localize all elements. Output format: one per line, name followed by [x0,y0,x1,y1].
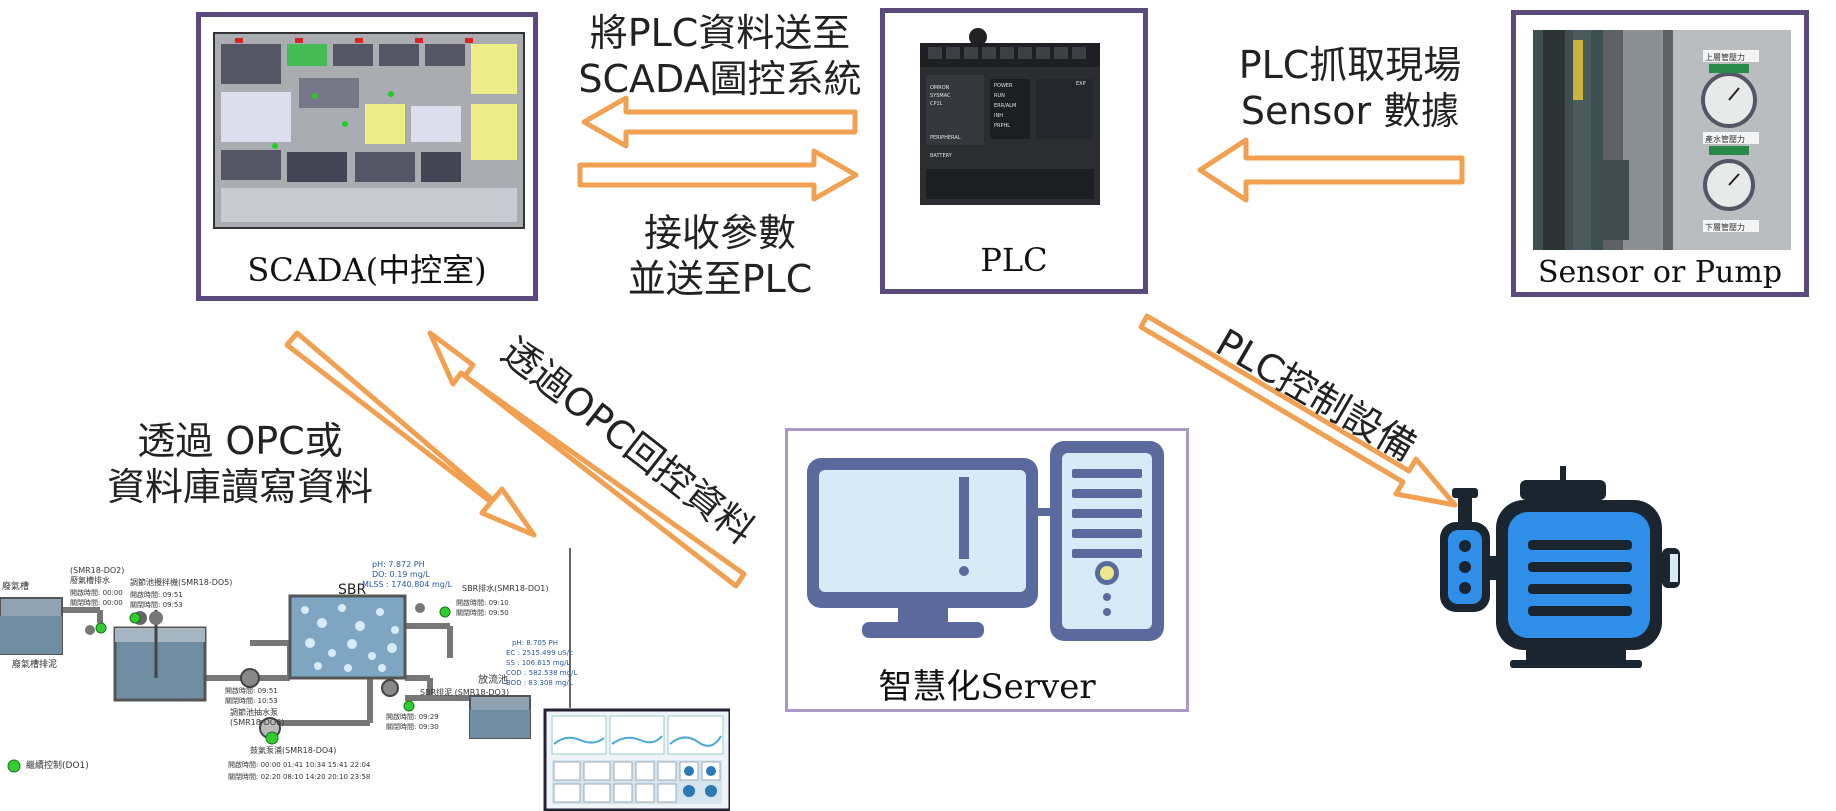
sbr-sludge-name: SBR排泥 (SMR18-DO3) [420,688,510,697]
label-opc-rw: 透過 OPC或 資料庫讀寫資料 [90,418,390,510]
discharge-label: 放流池 [478,675,508,686]
quality-ph: pH: 8.705 PH [512,639,559,647]
tank1-sub: 廢氣槽排泥 [12,660,58,670]
svg-text:PERIPHERAL: PERIPHERAL [930,135,961,141]
blower-name: 鼓氣泵浦(SMR18-DO4) [250,746,337,755]
label-opc-rw-line1: 透過 OPC或 [137,419,343,463]
sbr-sludge-t1: 開啟時間: 09:29 [386,713,439,721]
quality-bod: BOD : 83.308 mg/L [506,679,573,687]
mixer-name: 調節池攪拌機(SMR18-DO5) [130,578,233,587]
svg-text:SYSMAC: SYSMAC [930,93,951,99]
svg-text:ERR/ALM: ERR/ALM [994,103,1016,109]
sbr-ph: pH: 7.872 PH [372,560,425,569]
svg-text:BATTERY: BATTERY [930,153,953,159]
dev1-name: 廢氣槽排水 [70,576,110,585]
pump-t1: 開啟時間: 09:51 [225,687,278,695]
server-computer-icon [807,441,1164,641]
pump-id: (SMR18-DO6) [230,718,285,727]
pump-t2: 關閉時間: 10:53 [225,697,278,705]
arrow-plc-to-scada [581,95,858,149]
label-sensor-to-plc: PLC抓取現場 Sensor 數據 [1210,42,1490,134]
server-caption: 智慧化Server [878,667,1096,707]
mixer-t2: 關閉時間: 09:53 [130,601,183,609]
process-diagram: 廢氣槽 廢氣槽排泥 (SMR18-DO2) 廢氣槽排水 開啟時間: 00:00 … [0,548,730,811]
gauge-label-top: 上層管壓力 [1705,53,1745,62]
server-panel: 智慧化Server [785,428,1189,712]
blower-t2: 關閉時間: 02:20 08:10 14:20 20:10 23:58 [228,773,371,781]
quality-cod: COD : 582.538 mg/L [506,669,578,677]
dev1-close: 關閉時間: 00:00 [70,599,123,607]
process-graphic [0,548,730,811]
svg-text:OMRON: OMRON [930,85,950,91]
arrow-opc-back [427,330,747,589]
sbr-sludge-t2: 關閉時間: 09:30 [386,723,439,731]
arrow-sensor-to-plc [1197,137,1465,203]
scada-screen-image [213,32,525,229]
blower-t1: 開啟時間: 00:00 01:41 10:34 15:41 22:04 [228,761,371,769]
mixer-t1: 開啟時間: 09:51 [130,591,183,599]
sbr-out-t2: 關閉時間: 09:50 [456,609,509,617]
gauge-label-bottom: 下層管壓力 [1705,223,1745,232]
dev1-id: (SMR18-DO2) [70,566,125,575]
svg-text:POWER: POWER [994,83,1013,89]
label-plc-to-scada-line2: SCADA圖控系統 [578,57,862,101]
sbr-title: SBR [338,582,367,598]
label-scada-to-plc: 接收參數 並送至PLC [590,210,850,302]
sensor-caption: Sensor or Pump [1537,255,1783,290]
label-sensor-to-plc-line2: Sensor 數據 [1240,89,1460,133]
arrow-plc-control [1138,313,1458,508]
svg-text:RUN: RUN [994,93,1005,99]
dev1-open: 開啟時間: 00:00 [70,589,123,597]
scada-screen-graphic [215,34,523,227]
sensor-panel: 上層管壓力 產水管壓力 下層管壓力 Sensor or Pump [1511,10,1809,297]
sbr-do: DO: 0.19 mg/L [372,570,430,579]
label-scada-to-plc-line1: 接收參數 [643,211,796,255]
label-opc-rw-line2: 資料庫讀寫資料 [106,465,373,509]
arrow-opc-rw [284,330,537,538]
quality-ec: EC : 2515.499 uS/c [506,649,573,657]
motor-pump-icon [1440,466,1680,668]
svg-text:INH: INH [994,113,1003,119]
sbr-out-name: SBR排水(SMR18-DO1) [462,584,549,593]
quality-ss: SS : 106.615 mg/L [506,659,571,667]
label-plc-to-scada-line1: 將PLC資料送至 [589,11,851,55]
sbr-mlss: MLSS : 1740.804 mg/L [362,580,453,589]
label-sensor-to-plc-line1: PLC抓取現場 [1238,43,1462,87]
plc-device-image: OMRON SYSMAC CP1L POWER RUN ERR/ALM INH PRPHL… [920,28,1100,205]
plc-caption: PLC [980,241,1048,279]
label-plc-to-scada: 將PLC資料送至 SCADA圖控系統 [570,10,870,102]
label-scada-to-plc-line2: 並送至PLC [627,257,813,301]
sensor-photo: 上層管壓力 產水管壓力 下層管壓力 [1533,30,1791,250]
sbr-out-t1: 開啟時間: 09:10 [456,599,509,607]
plc-panel: OMRON SYSMAC CP1L POWER RUN ERR/ALM INH PRPHL… [880,8,1148,294]
legend-label: 繼續控制(DO1) [26,761,89,771]
svg-text:PRPHL: PRPHL [994,123,1010,129]
pump-name: 調節池抽水泵 [230,708,278,717]
gauge-label-mid: 產水管壓力 [1705,135,1745,144]
svg-text:CP1L: CP1L [930,101,943,107]
scada-panel: SCADA(中控室) [196,12,538,301]
arrow-scada-to-plc [577,148,859,202]
svg-text:EXP: EXP [1076,81,1086,87]
tank1-label: 廢氣槽 [2,582,30,592]
scada-caption: SCADA(中控室) [247,251,487,289]
